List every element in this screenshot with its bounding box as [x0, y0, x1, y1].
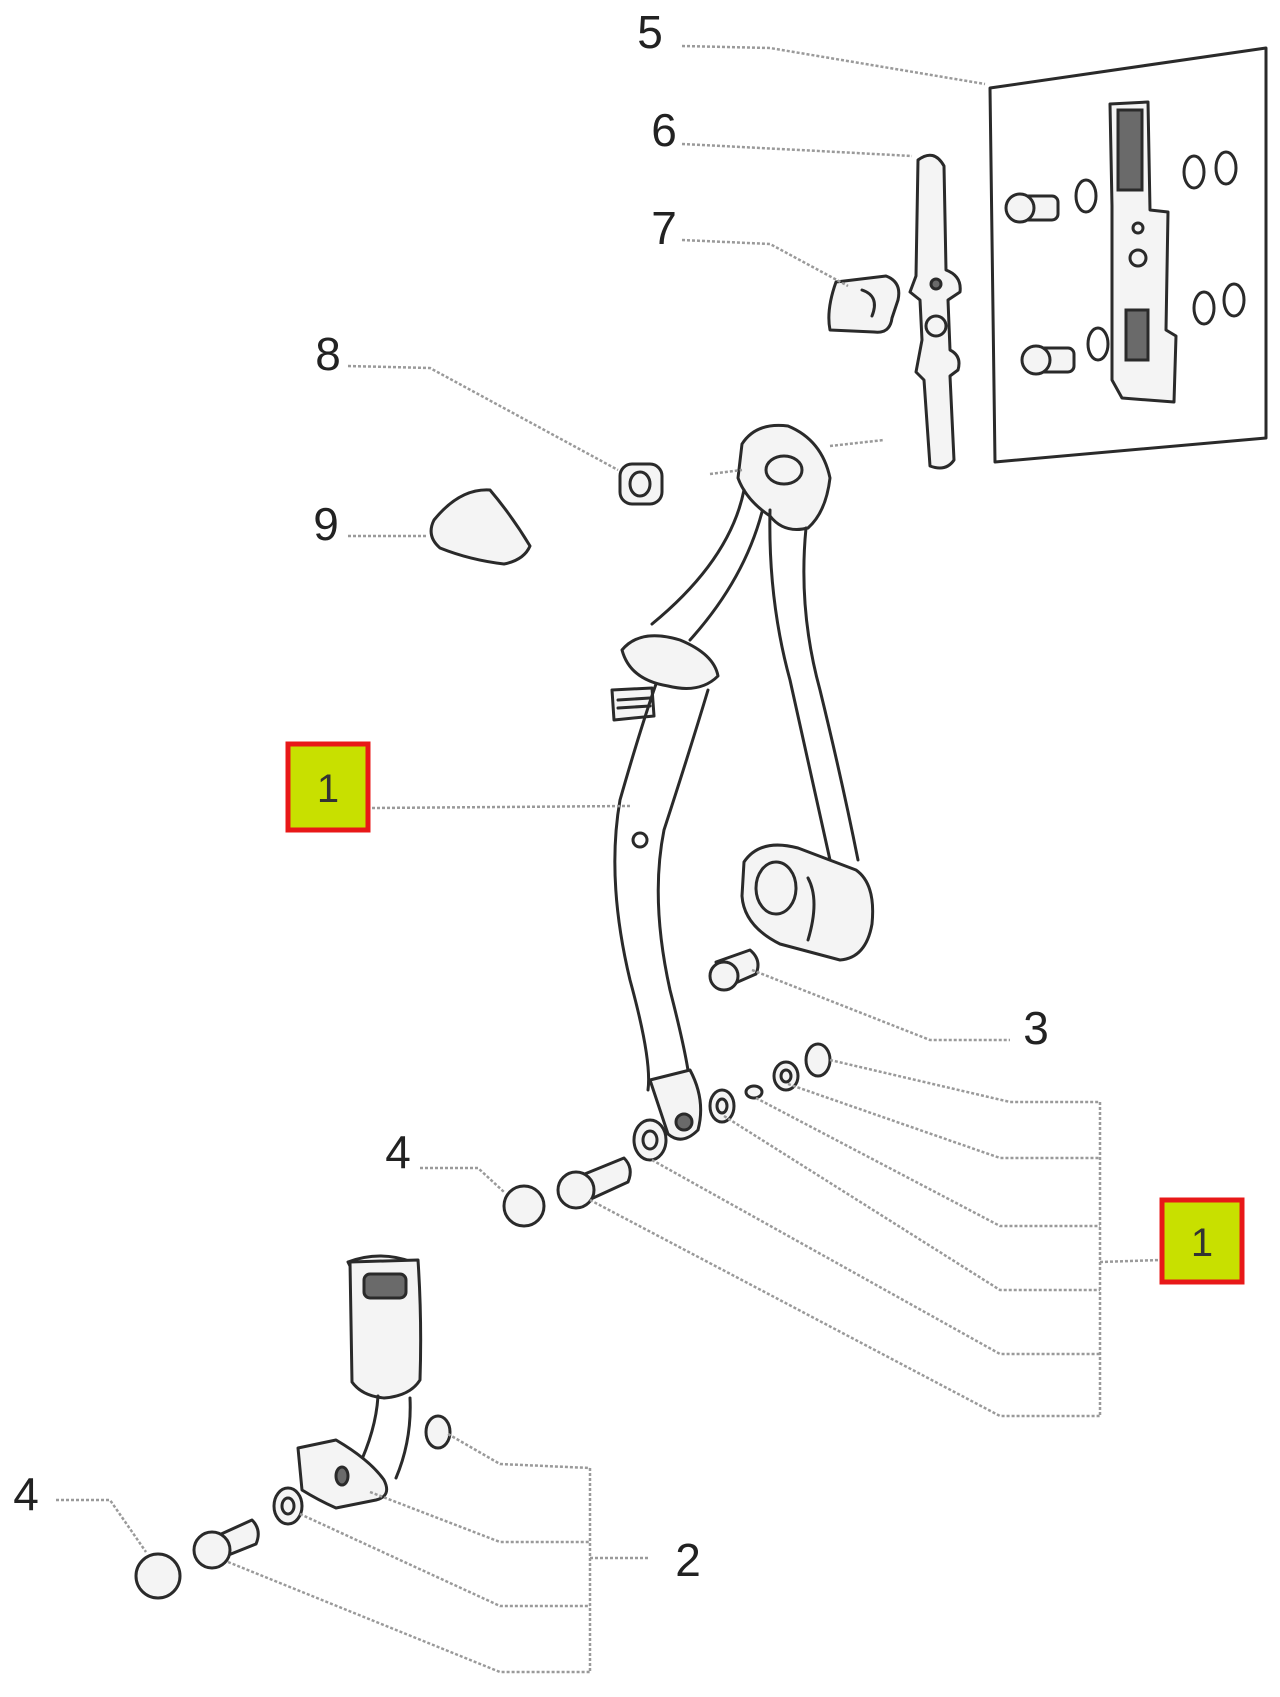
plate-bolt-lower [1020, 326, 1110, 376]
anchor-plate-assembly [988, 46, 1268, 464]
callout-3: 3 [1023, 1002, 1049, 1054]
anchor-cover [429, 488, 532, 566]
highlight-callout-1-left[interactable]: 1 [285, 741, 371, 833]
callout-6: 6 [651, 104, 677, 156]
height-adjuster-bar [908, 153, 962, 470]
anchor-hardware [502, 1042, 832, 1228]
callout-2: 2 [675, 1534, 701, 1586]
belt-guide-clip [827, 274, 901, 334]
seat-belt-assembly [610, 423, 875, 1141]
plate-bolt-upper [1004, 178, 1098, 224]
callout-7: 7 [651, 202, 677, 254]
leader-lines [56, 44, 1161, 1674]
callout-5: 5 [637, 6, 663, 58]
callout-1-right: 1 [1191, 1221, 1213, 1265]
callout-4-low: 4 [13, 1468, 39, 1520]
retractor-bolt [708, 948, 760, 992]
spacer-bushing [618, 462, 664, 506]
highlight-callout-1-right[interactable]: 1 [1159, 1197, 1245, 1285]
callout-labels: 5 6 7 8 9 3 4 4 2 [13, 6, 1049, 1586]
callout-8: 8 [315, 328, 341, 380]
seat-belt-buckle [134, 1254, 452, 1600]
callout-9: 9 [313, 498, 339, 550]
callout-1-left: 1 [317, 767, 339, 811]
callout-4-mid: 4 [385, 1126, 411, 1178]
